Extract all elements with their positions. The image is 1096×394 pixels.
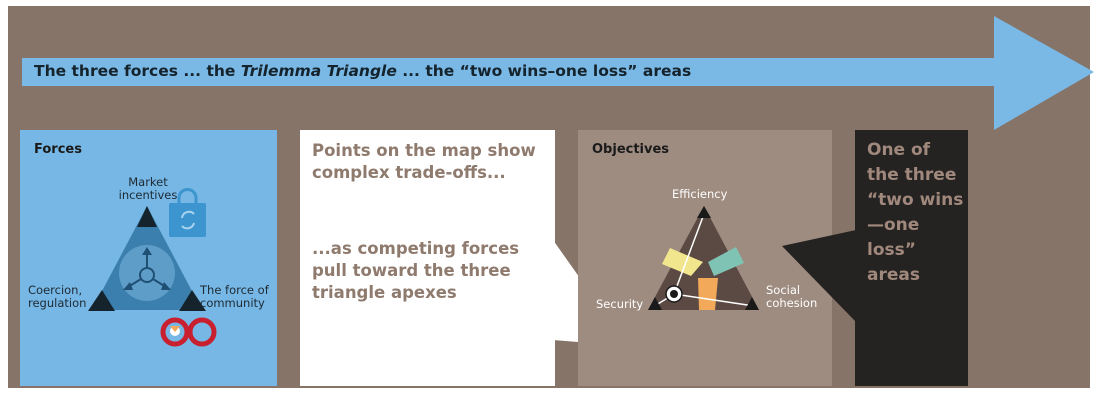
objectives-apex-top-label: Efficiency [672,187,728,201]
objectives-triangle [648,206,759,310]
two-wins-one-loss-text: One of the three “two wins—one loss” are… [867,140,964,285]
callout-text-2: ...as competing forces pull toward the t… [312,239,520,302]
objectives-apex-right-marker [745,297,759,310]
objectives-apex-right-label: Social cohesion [766,283,818,310]
banner-text-part1: The three forces ... the [34,62,241,80]
objectives-panel: Objectives Efficiency Security Social co… [578,130,832,386]
two-wins-one-loss-panel: One of the three “two wins—one loss” are… [855,130,968,386]
forces-title: Forces [34,142,82,157]
banner-text-part3: ... the “two wins–one loss” areas [396,62,692,80]
forces-apex-left-label: Coercion, regulation [28,283,87,310]
banner-text: The three forces ... the Trilemma Triang… [34,62,691,80]
target-point-icon [665,285,683,303]
forces-triangle-diagram [88,188,217,347]
callout-panel: Points on the map show complex trade-off… [300,130,555,386]
apex-marker-left [88,290,115,311]
objectives-title: Objectives [592,142,670,157]
apex-marker-right [179,290,206,311]
linked-rings-icon [160,317,217,347]
area-efficiency-security [662,248,703,276]
forces-apex-top-label: Market incentives [118,175,178,202]
callout-text-1: Points on the map show complex trade-off… [312,141,536,182]
objectives-triangle-diagram [648,206,759,310]
objectives-apex-left-label: Security [596,297,644,311]
forces-panel: Forces Market incentiv [20,130,277,386]
forces-apex-right-label: The force of community [200,283,269,310]
area-efficiency-cohesion [708,247,744,276]
area-security-cohesion [698,278,718,310]
recycle-bag-icon [169,188,206,237]
objectives-apex-top-marker [697,206,711,218]
objectives-apex-left-marker [648,297,662,310]
banner-text-emphasis: Trilemma Triangle [240,62,397,80]
apex-marker-top [137,206,157,227]
forces-inner-circle [119,245,175,301]
